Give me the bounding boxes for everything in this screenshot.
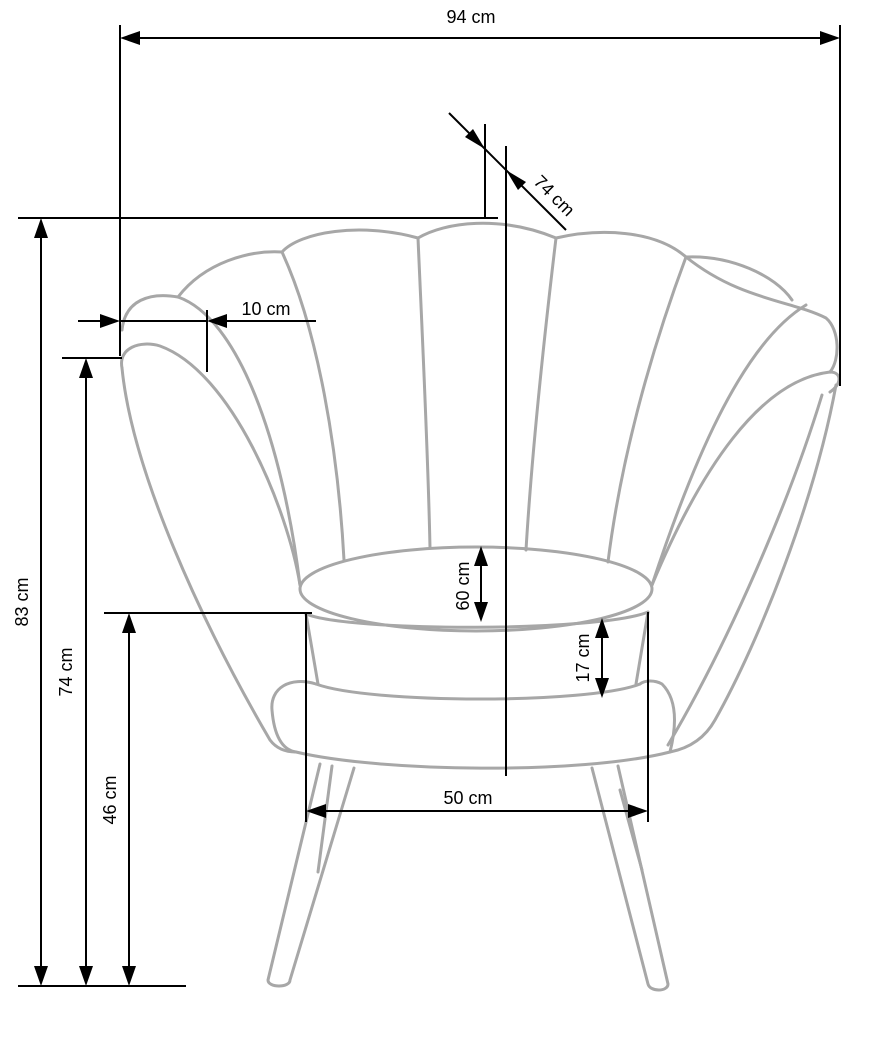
left-arm-outer-petal — [120, 294, 302, 587]
back-seam-3 — [524, 236, 558, 552]
seat-cushion-top — [298, 545, 654, 633]
depth-label: 74 cm — [530, 171, 579, 220]
seat-thickness-label: 17 cm — [573, 633, 593, 682]
total-height-arrow-top — [34, 218, 48, 238]
seat-depth-label: 60 cm — [453, 561, 473, 610]
arm-width-label: 10 cm — [241, 299, 290, 319]
front-right-leg — [590, 764, 670, 992]
back-seam-4 — [606, 255, 688, 564]
front-base-top — [314, 682, 642, 701]
front-base-body — [270, 679, 676, 770]
width-arrow-left — [120, 31, 140, 45]
seat-thickness-arrow-bottom — [595, 678, 609, 698]
seat-cushion-left-side — [304, 612, 320, 686]
width-label: 94 cm — [446, 7, 495, 27]
seat-height-label: 46 cm — [100, 775, 120, 824]
right-arm-inner-petal — [650, 370, 841, 587]
seat-height-arrow-top — [122, 613, 136, 633]
depth-arrow-top — [465, 129, 485, 149]
arm-height-label: 74 cm — [56, 647, 76, 696]
seat-height-arrow-bottom — [122, 966, 136, 986]
arm-width-arrow-left — [100, 314, 120, 328]
back-left-leg-stub — [316, 764, 334, 874]
arm-height-arrow-top — [79, 358, 93, 378]
total-height-arrow-bottom — [34, 966, 48, 986]
arm-height-arrow-bottom — [79, 966, 93, 986]
width-arrow-right — [820, 31, 840, 45]
seat-depth-arrow-bottom — [474, 602, 488, 622]
seat-thickness-arrow-top — [595, 618, 609, 638]
right-arm-outer-edge — [668, 383, 838, 754]
seat-width-arrow-right — [628, 804, 648, 818]
front-left-leg — [266, 762, 356, 988]
right-arm-outer-petal — [684, 255, 839, 374]
total-height-label: 83 cm — [12, 577, 32, 626]
right-arm-mid-petal — [650, 303, 808, 587]
seat-cushion-right-side — [634, 610, 650, 686]
right-arm-front-edge — [666, 393, 824, 747]
seat-width-arrow-left — [306, 804, 326, 818]
left-arm-outer-edge — [120, 366, 298, 754]
depth-arrow-bottom — [506, 170, 526, 190]
left-arm-inner-petal — [120, 342, 302, 587]
seat-width-label: 50 cm — [443, 788, 492, 808]
arm-width-arrow-right — [207, 314, 227, 328]
seat-cushion-front-band — [304, 610, 650, 629]
chair-outline — [120, 221, 841, 992]
dimension-labels: 94 cm 74 cm 10 cm 83 cm 74 cm 46 cm 60 c… — [12, 7, 593, 825]
back-seam-2 — [416, 236, 432, 550]
back-seam-1 — [280, 250, 346, 562]
back-outer-shell — [176, 221, 794, 302]
back-right-leg-stub — [618, 788, 644, 872]
seat-depth-arrow-top — [474, 546, 488, 566]
dimension-lines — [18, 25, 841, 987]
